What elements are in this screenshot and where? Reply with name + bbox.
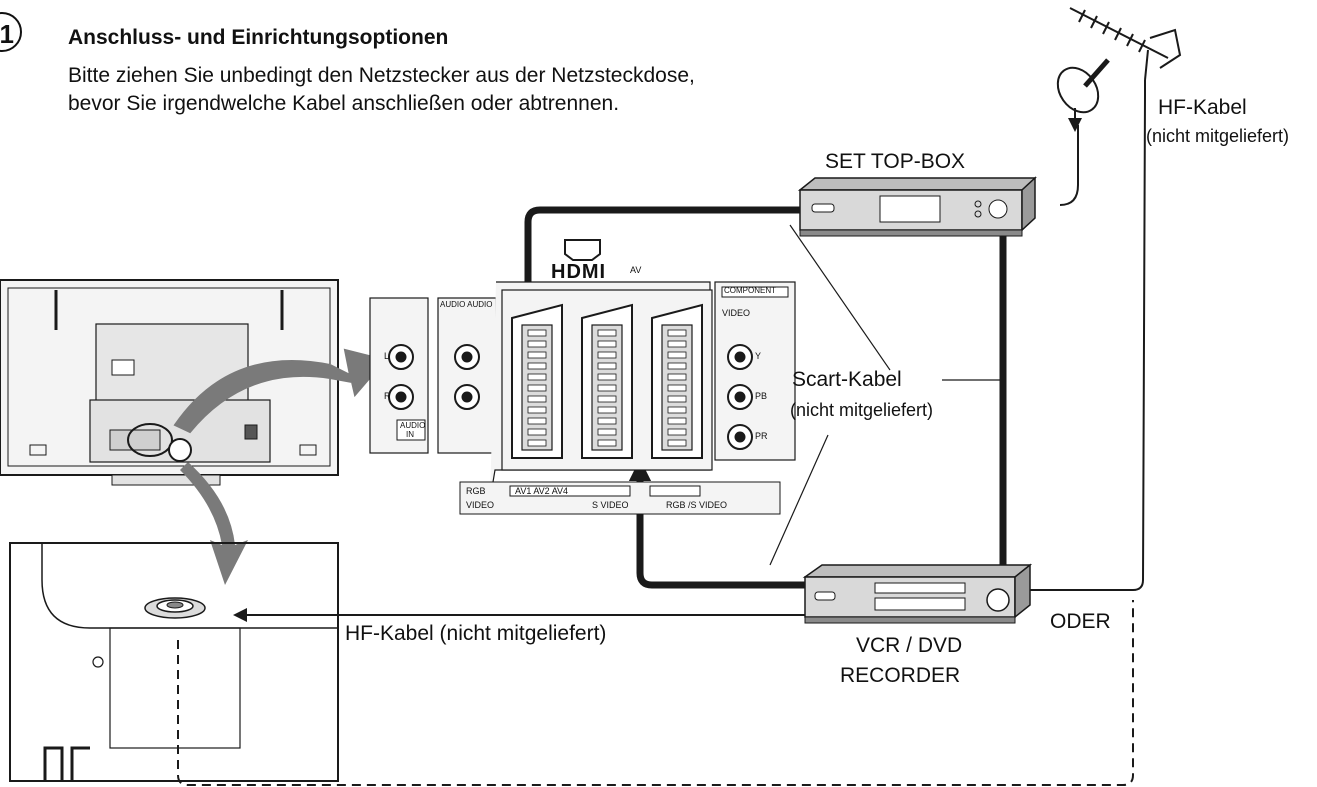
- scart-leader-top: [789, 224, 891, 371]
- audio-in-label-2: IN: [406, 430, 414, 439]
- hf-not-supplied-label-top: (nicht mitgeliefert): [1146, 126, 1290, 146]
- tv-rear-view: [0, 279, 339, 486]
- scart-pin: [527, 329, 547, 337]
- scart-pin: [597, 384, 617, 392]
- component-label: COMPONENT: [724, 286, 776, 295]
- av-label: AV: [630, 265, 642, 275]
- scart-cable-vcr: [628, 458, 805, 589]
- satellite-dish-icon: [1056, 58, 1110, 132]
- rgb-row-label: RGB: [466, 486, 486, 496]
- av-numbers-label: AV1 AV2 AV4: [515, 486, 569, 496]
- scart-pin: [527, 395, 547, 403]
- scart-pin: [597, 428, 617, 436]
- satellite-cable: [1059, 125, 1079, 206]
- svideo-label: S VIDEO: [592, 500, 629, 510]
- scart-pin: [597, 373, 617, 381]
- rgb-svideo-label: RGB /S VIDEO: [666, 500, 728, 510]
- scart-pin: [667, 428, 687, 436]
- scart-pin: [527, 384, 547, 392]
- scart-pin: [597, 406, 617, 414]
- scart-pin: [597, 417, 617, 425]
- video-label: VIDEO: [722, 308, 751, 318]
- antenna-cable: [1020, 80, 1146, 591]
- scart-pin: [667, 439, 687, 447]
- set-top-box-label: SET TOP-BOX: [825, 150, 966, 173]
- scart-pin: [597, 439, 617, 447]
- scart-pin: [667, 329, 687, 337]
- vcr-dvd-recorder-device: [802, 563, 1033, 624]
- scart-kabel-label: Scart-Kabel: [792, 368, 902, 391]
- component-pr-label: PR: [755, 431, 768, 441]
- scart-pin: [667, 406, 687, 414]
- dashed-alt-cable: [177, 600, 1134, 786]
- scart-pin: [667, 395, 687, 403]
- vcr-label-line-1: VCR / DVD: [856, 634, 963, 657]
- hf-kabel-label-top: HF-Kabel: [1158, 96, 1247, 119]
- scart-pin: [667, 373, 687, 381]
- set-top-box-device: [797, 176, 1037, 237]
- scart-pin: [667, 340, 687, 348]
- scart-pin: [527, 439, 547, 447]
- intro-line-1: Bitte ziehen Sie unbedingt den Netzsteck…: [68, 64, 695, 87]
- component-pb-label: PB: [755, 391, 768, 401]
- scart-pin: [597, 329, 617, 337]
- scart-pin: [667, 417, 687, 425]
- diagram-title: Anschluss- und Einrichtungsoptionen: [68, 26, 449, 49]
- audio-l-label: L: [384, 351, 390, 361]
- audio-in-label-1: AUDIO: [400, 421, 426, 430]
- vcr-label-line-2: RECORDER: [840, 664, 961, 687]
- video-row-label: VIDEO: [466, 500, 495, 510]
- scart-pin: [597, 395, 617, 403]
- scart-not-supplied-label: (nicht mitgeliefert): [790, 400, 934, 420]
- scart-pin: [527, 417, 547, 425]
- scart-pin: [527, 373, 547, 381]
- scart-pin: [667, 384, 687, 392]
- scart-pin: [667, 351, 687, 359]
- antenna-icon: [1069, 7, 1182, 81]
- intro-text: Bitte ziehen Sie unbedingt den Netzsteck…: [68, 62, 695, 118]
- scart-pin: [527, 351, 547, 359]
- hdmi-logo: HDMI: [551, 261, 607, 283]
- scart-pin: [667, 362, 687, 370]
- oder-label: ODER: [1050, 610, 1111, 633]
- scart-pin: [597, 340, 617, 348]
- audio-r-label: R: [384, 391, 391, 401]
- audio-audio-label: AUDIO AUDIO: [440, 300, 493, 309]
- scart-pin: [527, 428, 547, 436]
- component-y-label: Y: [755, 351, 762, 361]
- scart-pins: [527, 329, 687, 447]
- scart-pin: [597, 362, 617, 370]
- scart-pin: [597, 351, 617, 359]
- scart-leader-bottom: [769, 434, 829, 566]
- scart-cable-stb: [516, 206, 800, 310]
- antenna-socket-detail: [9, 542, 339, 782]
- scart-pin: [527, 406, 547, 414]
- scart-pin: [527, 362, 547, 370]
- hf-kabel-label-bottom: HF-Kabel (nicht mitgeliefert): [345, 622, 607, 645]
- scart-pin: [527, 340, 547, 348]
- zoom-arrow-bottom: [180, 462, 248, 585]
- intro-line-2: bevor Sie irgendwelche Kabel anschließen…: [68, 92, 620, 115]
